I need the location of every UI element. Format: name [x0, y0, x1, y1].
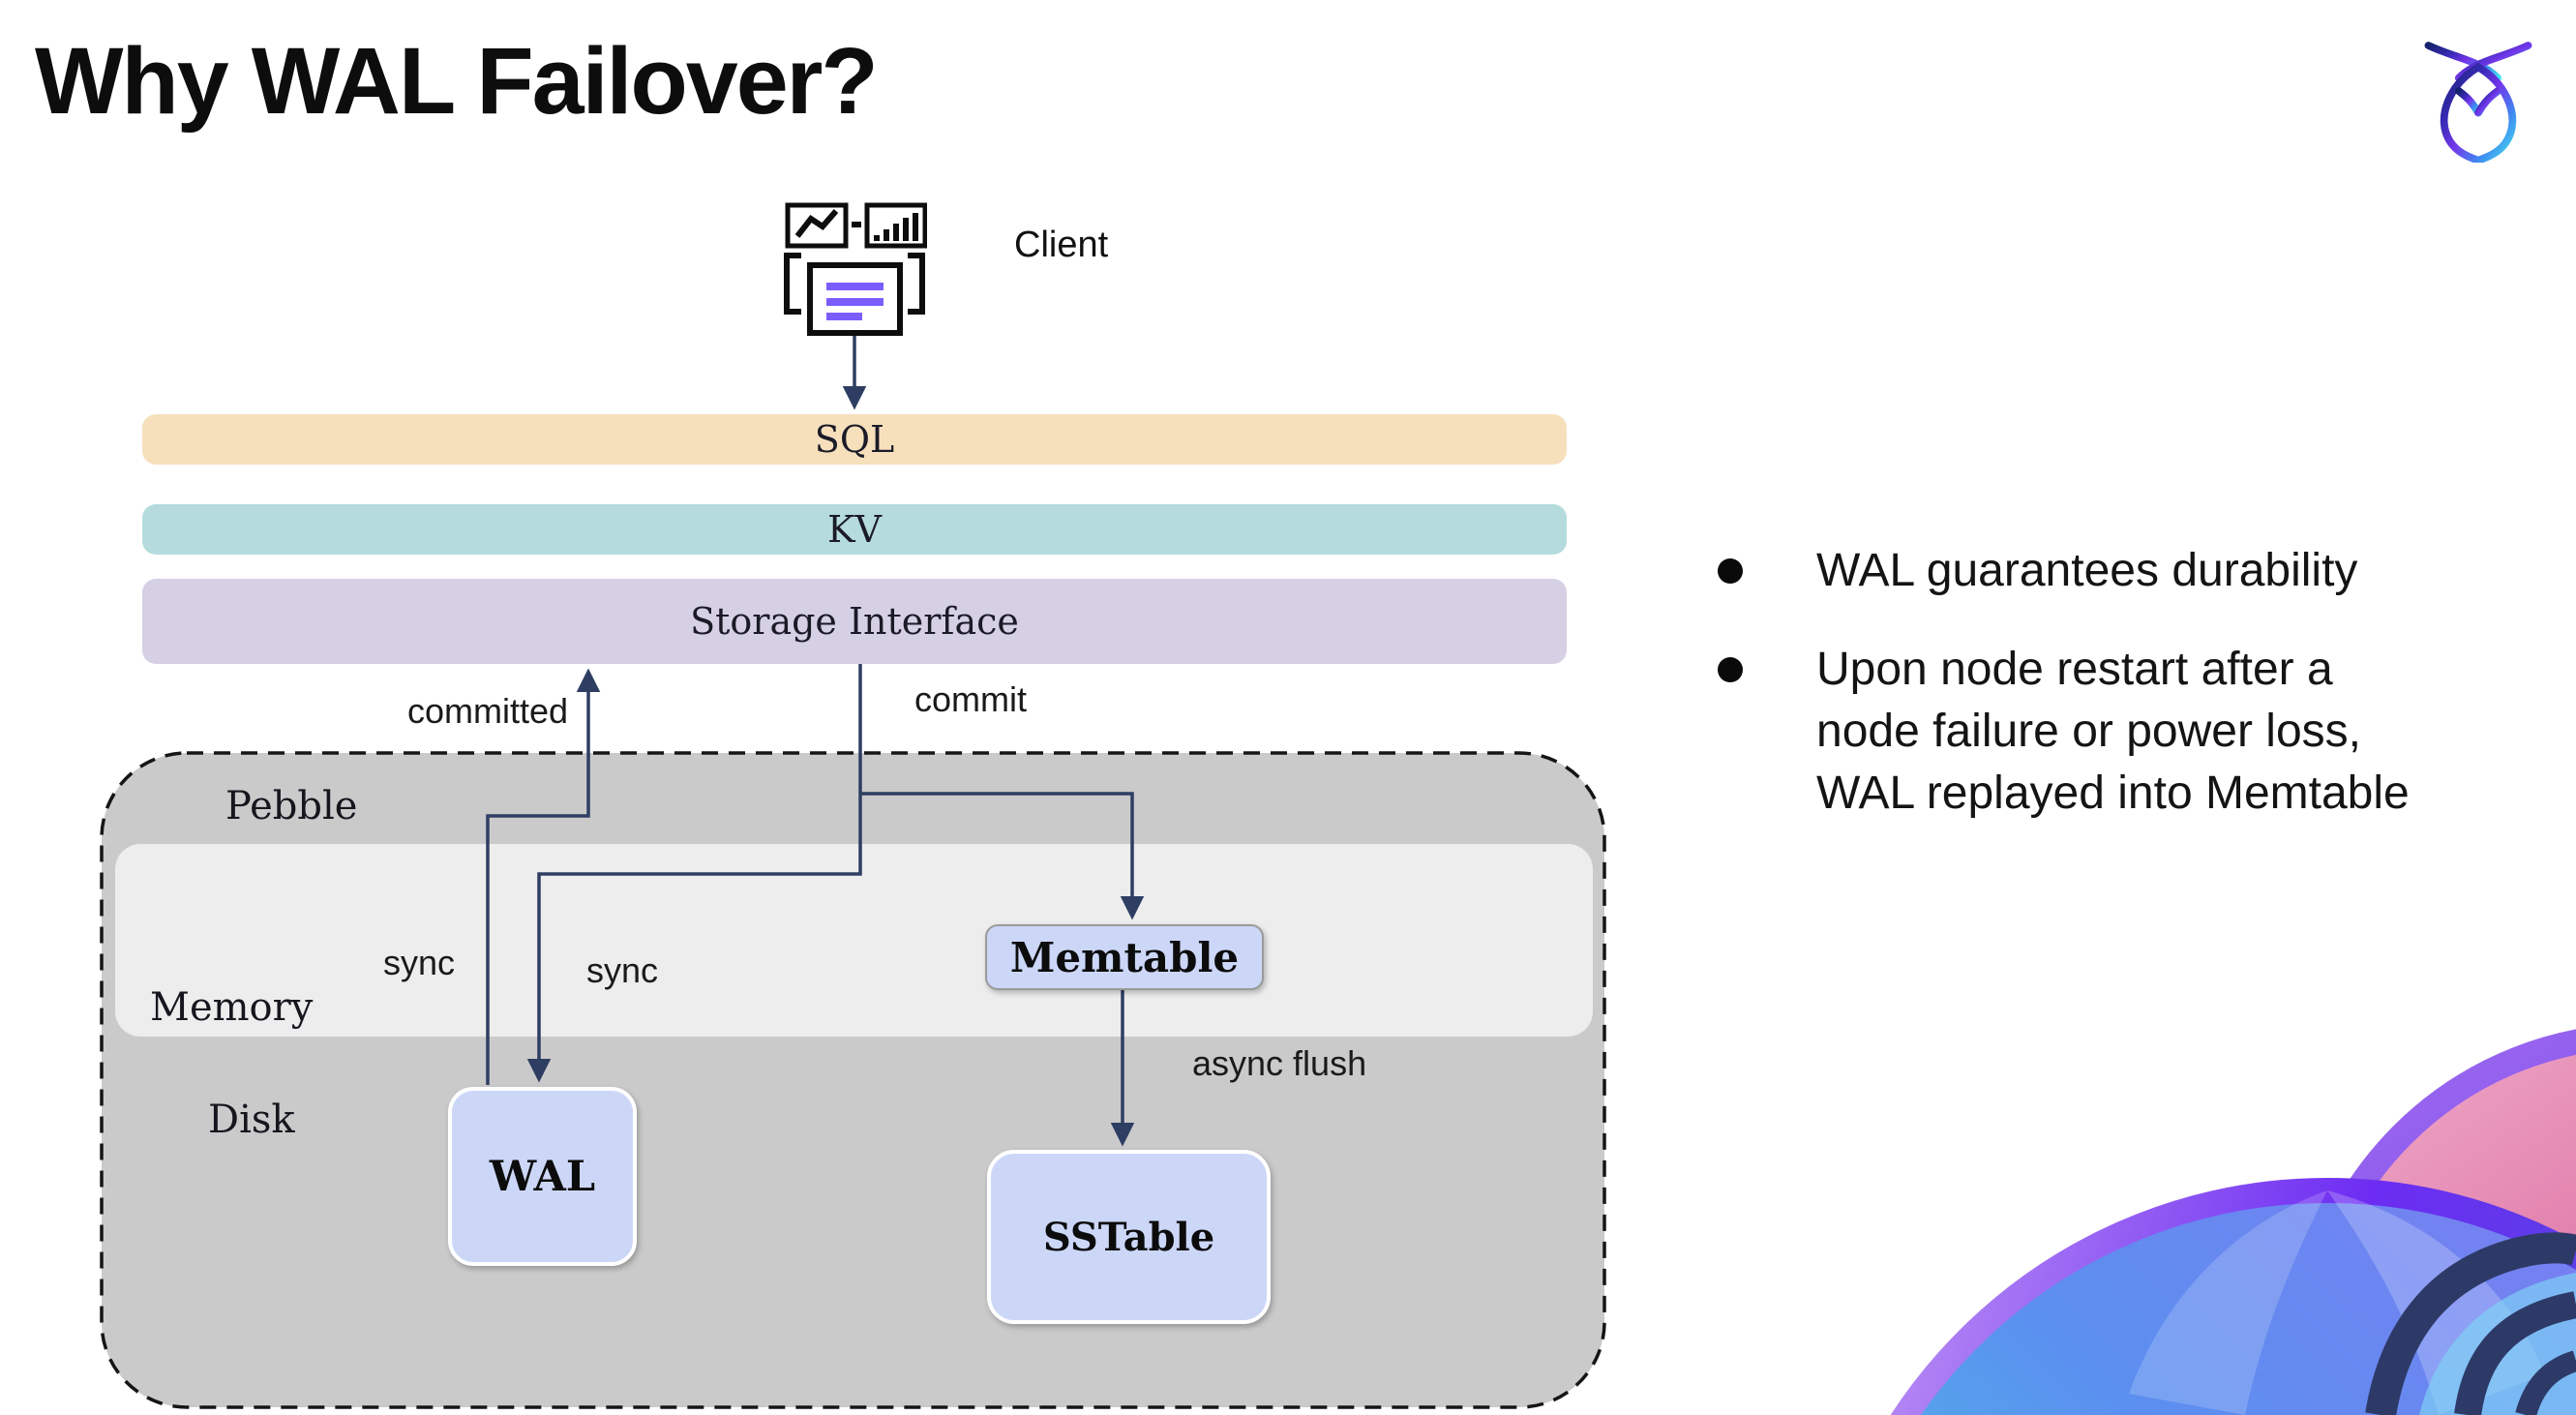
cockroach-logo-icon — [2424, 42, 2532, 163]
sync-right-label: sync — [586, 950, 659, 990]
layer-sql: SQL — [142, 414, 1567, 465]
commit-to-memtable-arrow — [860, 792, 1145, 920]
page-title: Why WAL Failover? — [35, 28, 879, 134]
commit-label: commit — [914, 679, 1027, 719]
wal-node: WAL — [448, 1087, 637, 1266]
sync-to-wal-arrow — [526, 664, 862, 1083]
sync-left-label: sync — [383, 943, 456, 982]
bullet-dot — [1718, 558, 1743, 584]
sstable-node: SSTable — [987, 1150, 1271, 1324]
pebble-label: Pebble — [225, 784, 358, 828]
client-label: Client — [1014, 225, 1109, 265]
layer-storage-interface: Storage Interface — [142, 579, 1567, 664]
committed-label: committed — [407, 691, 569, 731]
layer-kv: KV — [142, 504, 1567, 555]
async-flush-label: async flush — [1192, 1043, 1367, 1083]
committed-arrow — [486, 668, 601, 1085]
bullet-item: WAL guarantees durability — [1816, 545, 2358, 596]
client-icon — [784, 202, 927, 336]
memtable-node: Memtable — [985, 924, 1264, 990]
bullet-item: Upon node restart after a node failure o… — [1816, 644, 2410, 819]
memory-label: Memory — [150, 985, 314, 1030]
disk-label: Disk — [208, 1098, 295, 1142]
decorative-artwork — [1890, 1029, 2576, 1415]
bullet-dot — [1718, 657, 1743, 682]
